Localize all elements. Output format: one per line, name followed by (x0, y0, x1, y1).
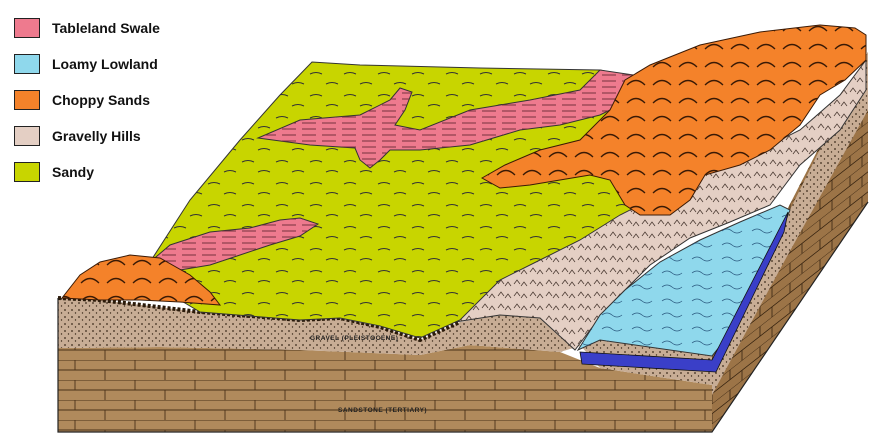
legend-swatch (14, 90, 40, 110)
legend-label: Gravelly Hills (52, 128, 141, 144)
legend-label: Loamy Lowland (52, 56, 158, 72)
sandstone-strata-label: SANDSTONE (TERTIARY) (338, 407, 427, 414)
legend-item-sandy: Sandy (14, 154, 244, 190)
legend-swatch (14, 54, 40, 74)
legend-label: Choppy Sands (52, 92, 150, 108)
gravel-strata-label: GRAVEL (PLEISTOCENE) (310, 335, 398, 342)
legend-item-choppy-sands: Choppy Sands (14, 82, 244, 118)
legend-label: Tableland Swale (52, 20, 160, 36)
legend: Tableland Swale Loamy Lowland Choppy San… (14, 10, 244, 190)
legend-item-tableland-swale: Tableland Swale (14, 10, 244, 46)
legend-swatch (14, 126, 40, 146)
legend-item-loamy-lowland: Loamy Lowland (14, 46, 244, 82)
legend-swatch (14, 162, 40, 182)
legend-item-gravelly-hills: Gravelly Hills (14, 118, 244, 154)
legend-swatch (14, 18, 40, 38)
legend-label: Sandy (52, 164, 94, 180)
